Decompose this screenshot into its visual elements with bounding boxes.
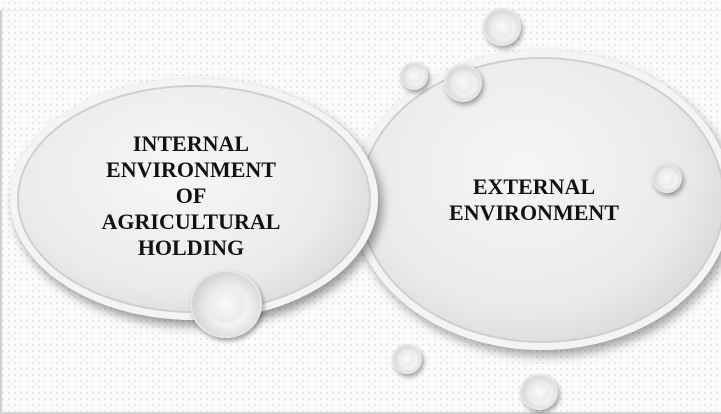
frame-left-edge [0,10,2,414]
decorative-bubble [190,270,262,338]
decorative-bubble [483,8,521,46]
internal-environment-label: INTERNAL ENVIRONMENT OF AGRICULTURAL HOL… [101,131,281,260]
external-environment-ellipse: EXTERNAL ENVIRONMENT [352,50,721,350]
decorative-bubble [400,62,428,90]
decorative-bubble [444,64,482,102]
decorative-bubble [520,374,558,410]
decorative-bubble [392,344,422,374]
internal-environment-ellipse: INTERNAL ENVIRONMENT OF AGRICULTURAL HOL… [10,78,378,320]
external-environment-label: EXTERNAL ENVIRONMENT [449,174,619,225]
frame-top-edge [0,10,721,11]
decorative-bubble [652,163,682,193]
frame-bottom-edge [0,412,721,414]
